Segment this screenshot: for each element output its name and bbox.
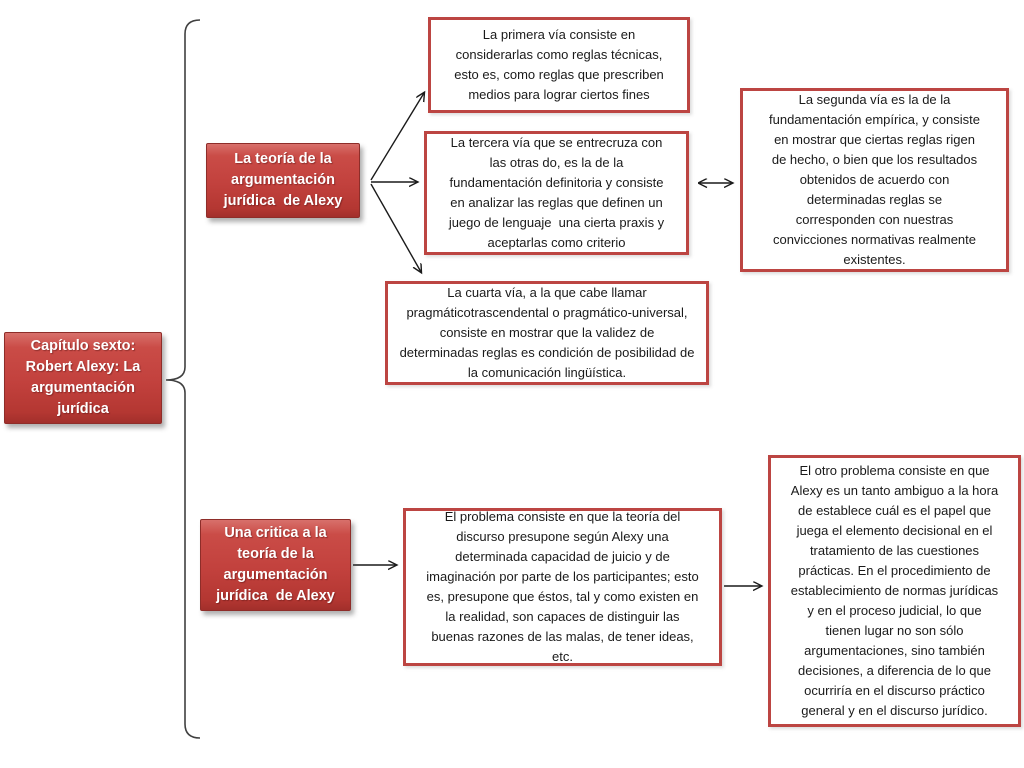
branch-node-teoria-label: La teoría de la argumentación jurídica d…	[223, 151, 343, 209]
note-segunda-via-text: La segunda vía es la de la fundamentació…	[769, 92, 980, 267]
note-problema: El problema consiste en que la teoría de…	[403, 508, 722, 666]
note-tercera-via: La tercera vía que se entrecruza con las…	[424, 131, 689, 255]
arrow-teoria-primera	[370, 93, 424, 181]
branch-node-critica-label: Una critica a la teoría de la argumentac…	[216, 525, 335, 604]
note-tercera-via-text: La tercera vía que se entrecruza con las…	[448, 135, 665, 250]
root-node-label: Capítulo sexto: Robert Alexy: La argumen…	[25, 338, 141, 417]
note-otro-problema-text: El otro problema consiste en que Alexy e…	[790, 463, 999, 718]
note-primera-via-text: La primera vía consiste en considerarlas…	[454, 27, 664, 102]
note-primera-via: La primera vía consiste en considerarlas…	[428, 17, 690, 113]
arrow-teoria-cuarta	[370, 183, 421, 272]
branch-node-teoria: La teoría de la argumentación jurídica d…	[206, 143, 360, 218]
branch-node-critica: Una critica a la teoría de la argumentac…	[200, 519, 351, 611]
left-brace	[165, 19, 201, 739]
note-problema-text: El problema consiste en que la teoría de…	[426, 509, 699, 664]
note-cuarta-via-text: La cuarta vía, a la que cabe llamar prag…	[399, 285, 695, 380]
root-node-capitulo-sexto: Capítulo sexto: Robert Alexy: La argumen…	[4, 332, 162, 424]
note-cuarta-via: La cuarta vía, a la que cabe llamar prag…	[385, 281, 709, 385]
note-otro-problema: El otro problema consiste en que Alexy e…	[768, 455, 1021, 727]
note-segunda-via: La segunda vía es la de la fundamentació…	[740, 88, 1009, 272]
